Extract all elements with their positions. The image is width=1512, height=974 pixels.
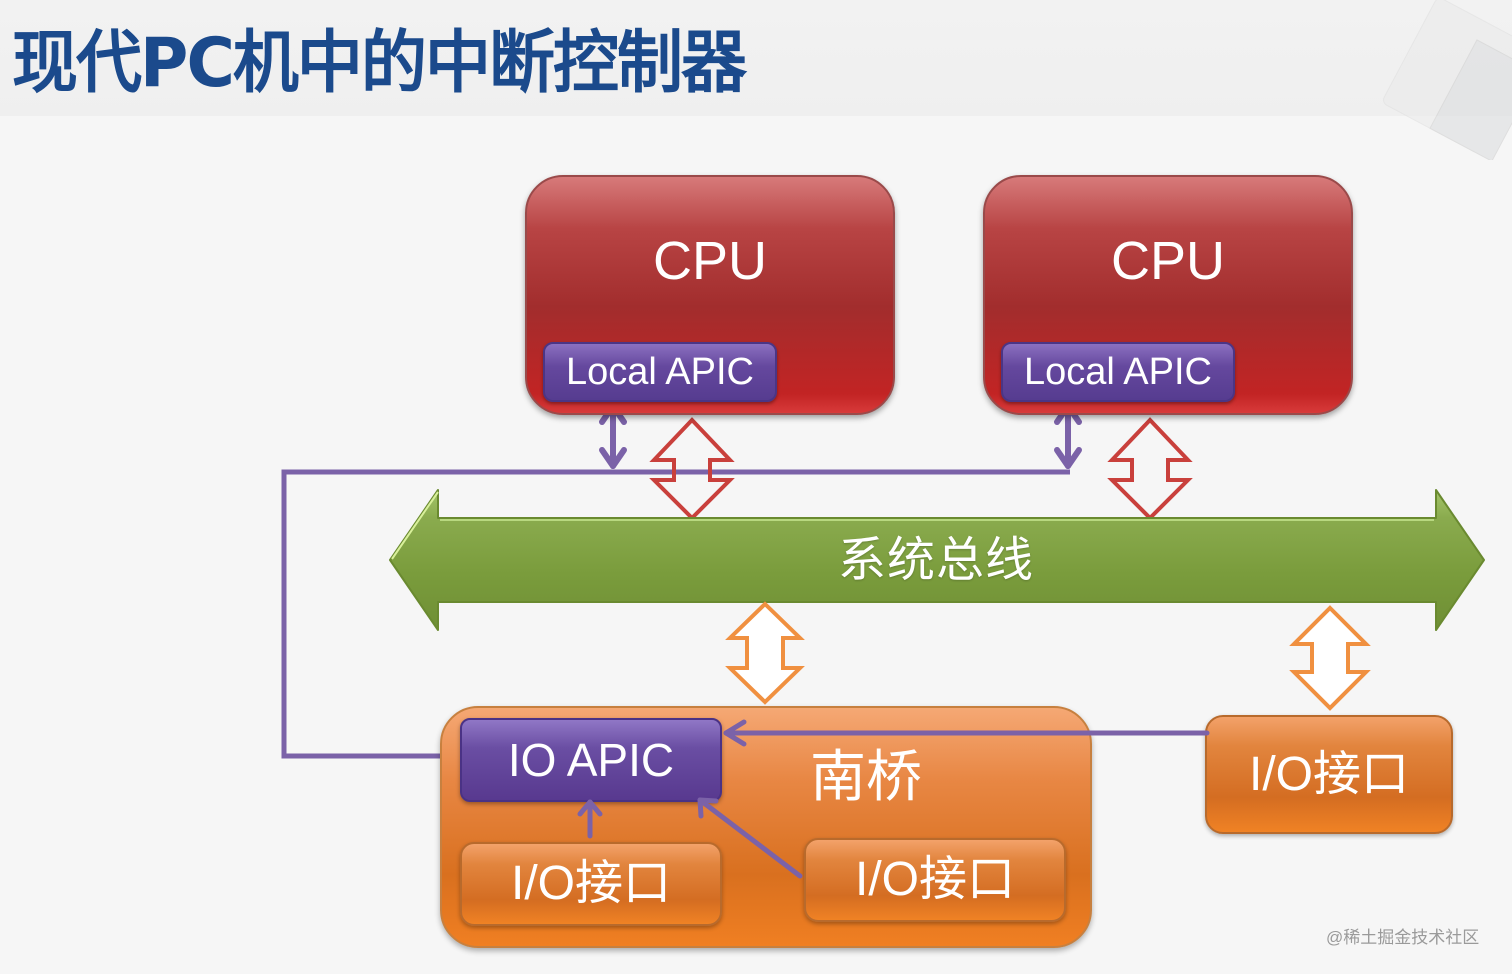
cpu-block-2: CPU Local APIC	[983, 175, 1353, 415]
local-apic-1: Local APIC	[543, 342, 777, 402]
bus-external-io-arrow	[1289, 605, 1371, 711]
watermark: @稀土掘金技术社区	[1326, 928, 1480, 947]
southbridge-label: 南桥	[810, 745, 922, 808]
cpu-label: CPU	[652, 231, 767, 291]
cpu-label: CPU	[1110, 231, 1225, 291]
system-bus-label: 系统总线	[838, 534, 1035, 587]
io-apic: IO APIC	[460, 718, 722, 802]
lapic1-bus-arrow	[599, 403, 627, 469]
io-interface-inner-1: I/O接口	[460, 842, 722, 926]
cpu2-bus-arrow	[1107, 417, 1193, 521]
io-interface-inner-2: I/O接口	[804, 838, 1066, 922]
system-bus-arrow	[389, 489, 1485, 631]
cpu-block-1: CPU Local APIC	[525, 175, 895, 415]
local-apic-2: Local APIC	[1001, 342, 1235, 402]
apic-bus-line	[281, 469, 1070, 759]
bus-southbridge-arrow	[725, 601, 805, 705]
io-interface-external: I/O接口	[1205, 715, 1453, 834]
southbridge-block: 南桥 IO APIC I/O接口 I/O接口	[440, 706, 1092, 948]
slide-title: 现代PC机中的中断控制器	[12, 24, 747, 103]
lapic2-bus-arrow	[1054, 403, 1082, 469]
cpu1-bus-arrow	[649, 417, 735, 521]
title-band	[0, 0, 1512, 116]
